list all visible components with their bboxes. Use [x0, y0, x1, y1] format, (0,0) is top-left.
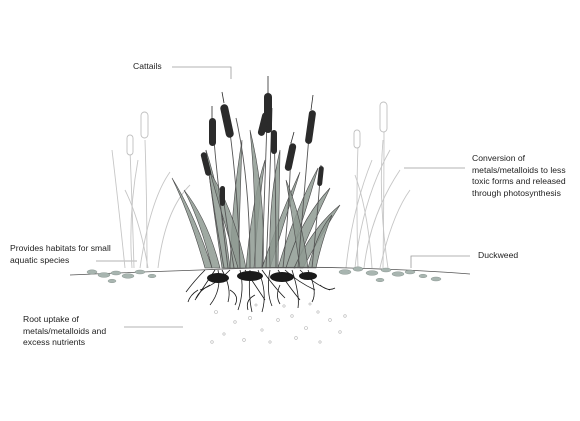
duckweed-label: Duckweed: [478, 250, 519, 260]
background-cattail-heads: [126, 101, 388, 156]
habitats-label: Provides habitats for small aquatic spec…: [10, 243, 111, 265]
duckweed-floating: [86, 266, 442, 284]
cattail-head: [220, 186, 225, 206]
root-uptake-label: Root uptake of metals/metalloids and exc…: [23, 314, 107, 347]
cattail-heads: [200, 93, 324, 206]
cattail-head: [220, 104, 234, 138]
root-masses: [207, 271, 317, 283]
duckweed-leader-line: [410, 255, 470, 268]
background-grass: [111, 129, 411, 269]
cattail-head: [257, 112, 270, 136]
cattail-head: [209, 118, 216, 146]
leader-lines: [96, 66, 470, 328]
cattails-leader-line: [172, 66, 232, 79]
conversion-label: Conversion of metals/metalloids to less …: [472, 153, 566, 198]
cattail-head: [271, 130, 277, 154]
cattail-head: [200, 152, 212, 176]
cattail-leaves: [171, 129, 341, 269]
cattail-head: [317, 166, 324, 187]
sediment-particles: [210, 302, 347, 344]
cattail-spikes: [211, 76, 314, 144]
cattails-label: Cattails: [133, 61, 162, 71]
cattail-head: [284, 143, 297, 171]
cattail-head: [305, 110, 316, 144]
